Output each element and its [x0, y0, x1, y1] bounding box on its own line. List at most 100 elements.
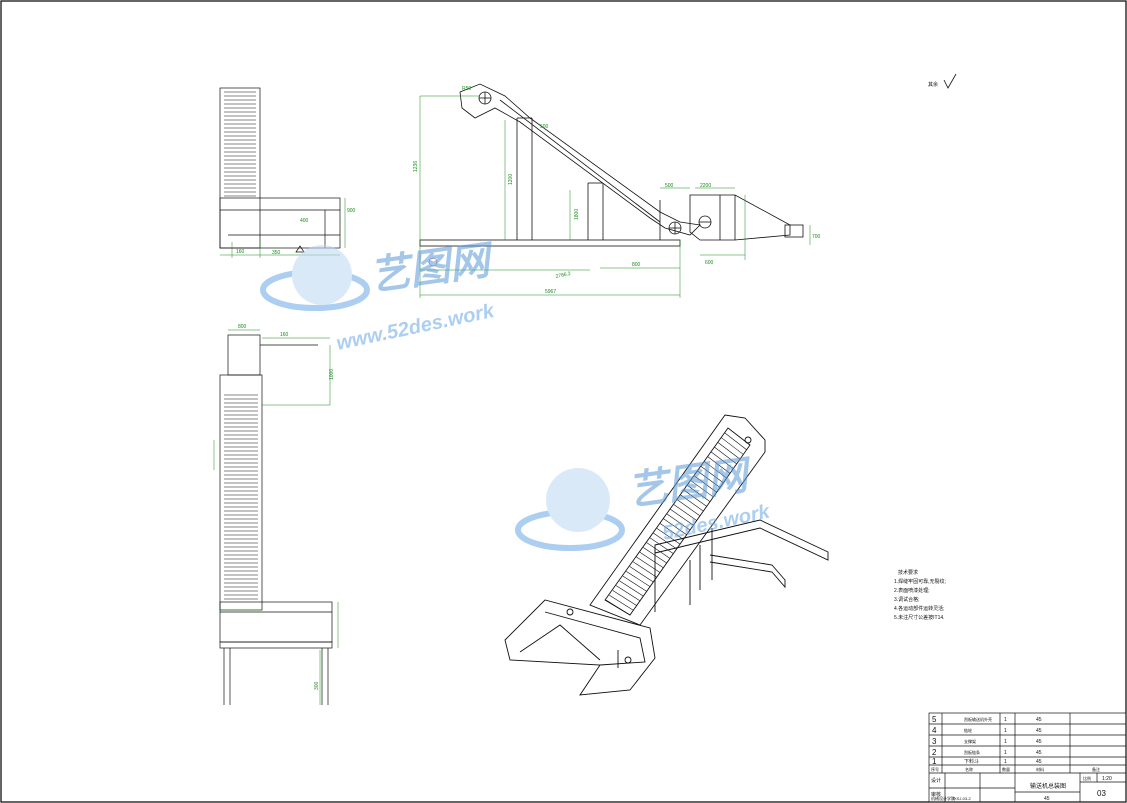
side-dim-d: 700: [812, 234, 821, 240]
top-dim-2: 160: [280, 332, 289, 338]
iso-slat: [619, 580, 644, 597]
iso-slat: [636, 556, 661, 573]
iso-slat: [676, 499, 701, 517]
iso-slat: [639, 551, 664, 569]
isometric-slats: [605, 432, 747, 616]
part-3-material: 45: [1036, 739, 1042, 745]
notes-line-2: 2.表面喷漆处理;: [894, 587, 930, 594]
top-view-dims: [213, 329, 339, 705]
iso-slat: [622, 575, 647, 592]
iso-slat: [626, 571, 651, 587]
watermark-1-url: www.52des.work: [334, 300, 496, 355]
iso-slat: [714, 446, 737, 465]
side-dim-c: 600: [705, 260, 714, 266]
top-view-slats: [224, 394, 258, 600]
side-dim-hopper: 2200: [700, 183, 711, 189]
side-view-dims: [419, 95, 811, 298]
part-5-no: 1: [932, 757, 937, 766]
roughness-symbol: 其余: [928, 73, 957, 89]
iso-slat: [700, 465, 724, 484]
part-3-name: 支撑架: [964, 738, 976, 744]
iso-slat: [721, 437, 744, 455]
notes-line-1: 1.焊缝牢固可靠,无裂纹;: [894, 578, 946, 585]
checker-label: 审核: [931, 791, 941, 798]
iso-slat: [612, 590, 637, 606]
sheet-number: 03: [1097, 789, 1106, 798]
front-dim-2: 900: [347, 208, 356, 214]
iso-slat: [666, 513, 691, 531]
side-dim-a: 500: [665, 183, 674, 189]
iso-slat: [710, 451, 734, 469]
header-qty: 数量: [1002, 766, 1010, 772]
top-dim-4: 300: [314, 681, 320, 690]
iso-slat: [605, 599, 631, 616]
side-dim-radius: R50: [462, 86, 471, 92]
part-1-name: 刮板输送机外壳: [964, 716, 992, 722]
side-dim-total: 5967: [545, 289, 556, 295]
side-dim-post: 1200: [508, 174, 514, 185]
title-block-text: 5 刮板输送机外壳 1 45 4 链轮 1 45 3 支撑架 1 45 2 刮板…: [931, 715, 1112, 802]
iso-slat: [670, 508, 694, 526]
notes-title: 技术要求: [898, 569, 918, 576]
front-view-slats: [224, 91, 256, 197]
iso-slat: [646, 542, 671, 559]
iso-slat: [687, 485, 711, 502]
iso-slat: [680, 494, 704, 512]
part-5-qty: 1: [1004, 759, 1007, 765]
part-2-qty: 1: [1004, 728, 1007, 734]
side-dim-slope: 2786.2: [555, 271, 571, 280]
iso-slat: [673, 504, 697, 521]
part-3-qty: 1: [1004, 739, 1007, 745]
front-dim-3: 160: [236, 249, 245, 255]
watermark-1-cn: 艺图网: [367, 238, 498, 299]
iso-slat: [656, 528, 681, 545]
header-remark: 备注: [1092, 766, 1100, 772]
front-view: [219, 87, 341, 253]
iso-slat: [609, 594, 634, 611]
part-4-qty: 1: [1004, 750, 1007, 756]
front-dim-1: 350: [272, 250, 281, 256]
front-dim-4: 400: [300, 218, 309, 224]
isometric-view: [504, 414, 829, 696]
part-4-no: 2: [932, 748, 937, 757]
part-2-no: 4: [932, 726, 937, 735]
part-1-qty: 1: [1004, 717, 1007, 723]
iso-slat: [653, 532, 677, 550]
title-block: [928, 712, 1127, 803]
part-3-no: 3: [932, 737, 937, 746]
drawing-material: 45: [1044, 796, 1050, 802]
side-dim-e: 500: [540, 124, 549, 130]
iso-slat: [683, 489, 707, 507]
top-view: [219, 334, 333, 705]
iso-slat: [704, 461, 727, 479]
part-2-name: 链轮: [964, 727, 972, 733]
part-4-material: 45: [1036, 750, 1042, 756]
part-2-material: 45: [1036, 728, 1042, 734]
drawing-code: JXSJ-03-2: [952, 796, 971, 801]
part-4-name: 刮板链条: [964, 749, 980, 755]
iso-slat: [663, 518, 687, 535]
iso-slat: [616, 585, 641, 602]
header-material: 材料: [1036, 766, 1044, 772]
designer-label: 设计: [931, 777, 941, 784]
iso-slat: [632, 561, 657, 578]
watermark-2-cn: 艺图网: [625, 453, 756, 514]
iso-slat: [693, 475, 717, 493]
iso-slat: [707, 456, 731, 474]
notes-line-3: 3.调试合格;: [894, 596, 920, 603]
iso-slat: [724, 432, 747, 450]
side-dim-base: 800: [632, 262, 641, 268]
header-no: 序号: [931, 766, 939, 772]
drawing-title: 输送机总装图: [1030, 782, 1066, 790]
iso-slat: [690, 480, 714, 498]
top-dim-1: 800: [238, 324, 247, 330]
org-name: 机械设计学院: [931, 795, 955, 801]
watermark-1: 艺图网 www.52des.work: [260, 238, 498, 355]
iso-slat: [660, 523, 684, 540]
top-dim-3: 1000: [329, 369, 335, 380]
roughness-label: 其余: [928, 81, 938, 88]
iso-slat: [717, 442, 741, 460]
side-dim-b: 1800: [574, 209, 580, 220]
